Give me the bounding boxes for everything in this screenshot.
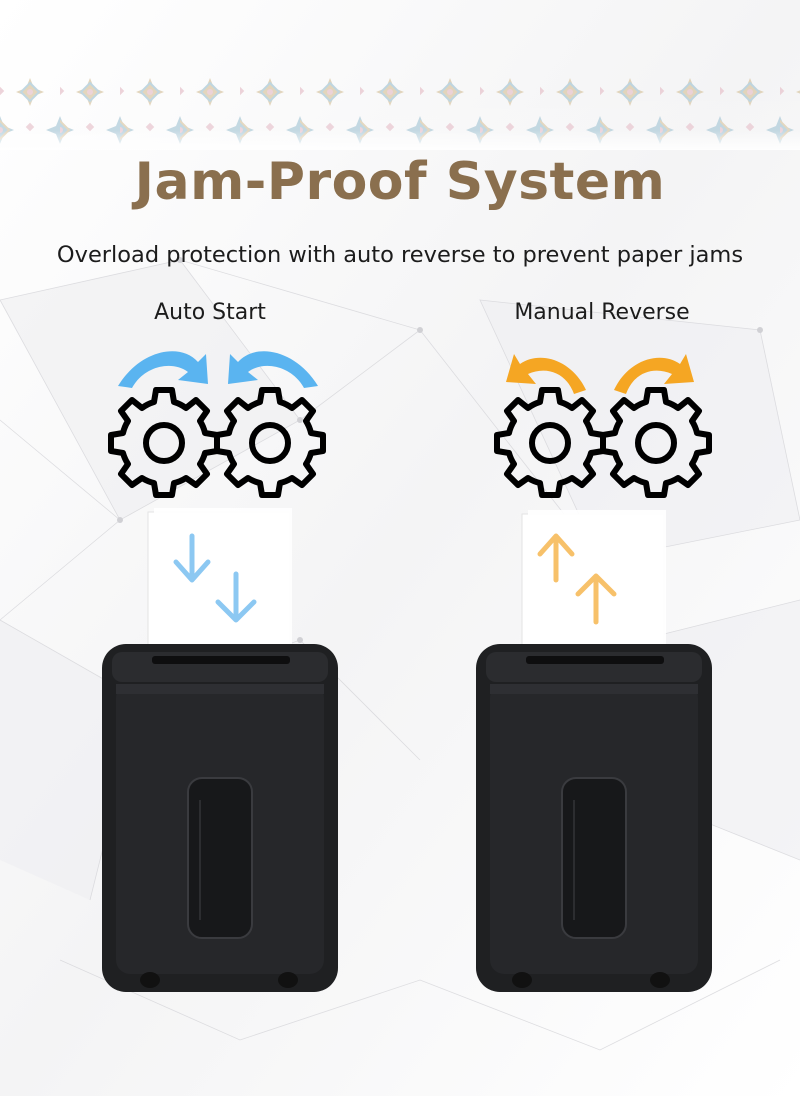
panel-label: Auto Start: [154, 300, 266, 325]
paper-shredder: [476, 644, 712, 992]
gear-icon: [214, 387, 326, 498]
gear-icon: [494, 387, 606, 498]
gear-icon: [600, 387, 712, 498]
ornamental-pattern: [0, 72, 800, 150]
curved-arrow-icon: [228, 351, 318, 388]
down-arrow-icon: [173, 533, 211, 583]
panel-manual-reverse: Manual Reverse: [422, 300, 782, 1000]
curved-arrow-icon: [118, 351, 208, 388]
panel-auto-start: Auto Start: [30, 300, 390, 1000]
curved-arrow-icon: [614, 354, 694, 394]
down-arrow-icon: [215, 571, 257, 623]
gear-icon: [108, 387, 220, 498]
panel-label: Manual Reverse: [514, 300, 690, 325]
paper-shredder: [102, 644, 338, 992]
manual-reverse-illustration: [476, 354, 712, 992]
up-arrow-icon: [575, 573, 617, 625]
subheadline: Overload protection with auto reverse to…: [56, 242, 744, 268]
headline: Jam-Proof System: [134, 152, 666, 212]
auto-start-illustration: [102, 351, 338, 992]
up-arrow-icon: [537, 533, 575, 583]
curved-arrow-icon: [506, 354, 586, 394]
